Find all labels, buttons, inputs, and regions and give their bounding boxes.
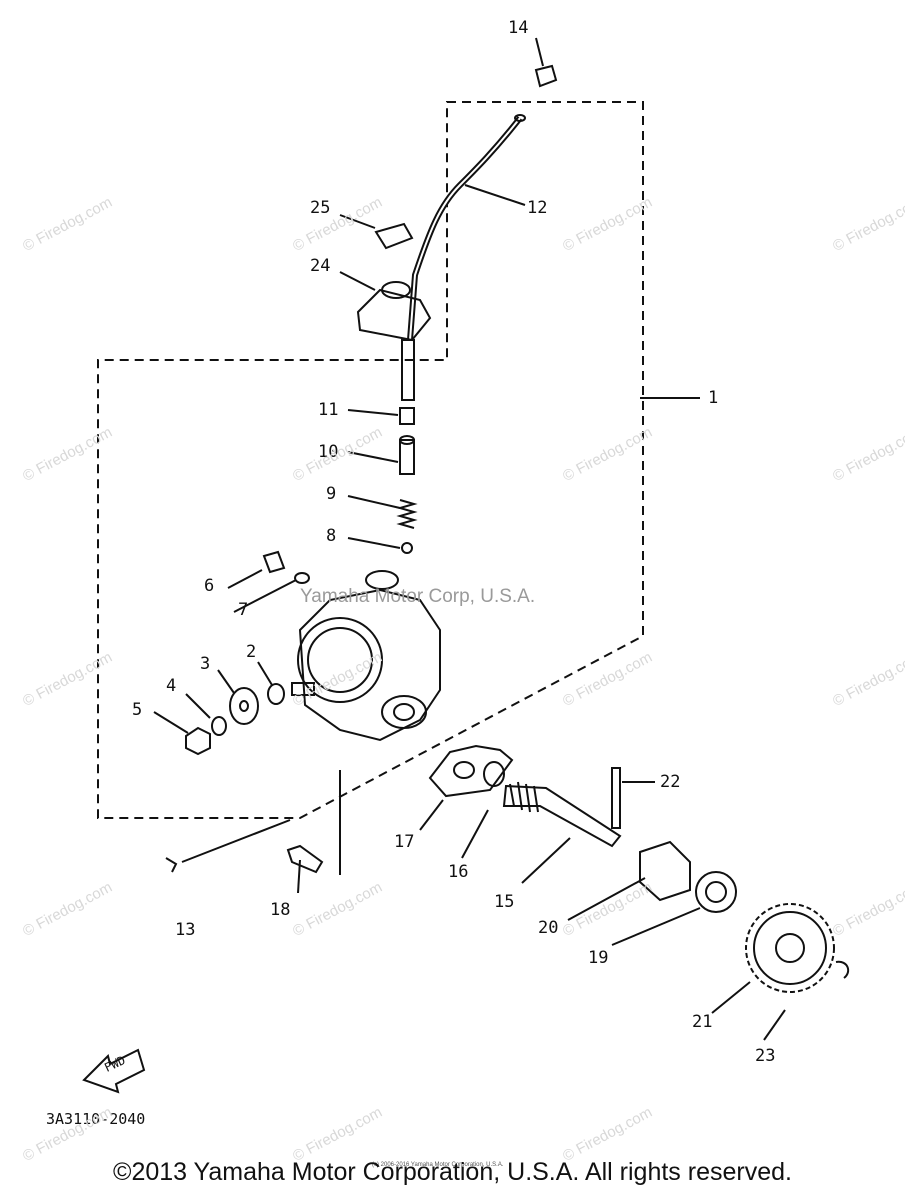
tiny-copyright: (c) 2006-2016 Yamaha Motor Corporation, … bbox=[372, 1162, 504, 1168]
callout-12: 12 bbox=[527, 198, 548, 218]
callout-14: 14 bbox=[508, 18, 529, 38]
callout-5: 5 bbox=[132, 700, 143, 720]
callout-4: 4 bbox=[166, 676, 177, 696]
callout-19: 19 bbox=[588, 948, 609, 968]
callout-16: 16 bbox=[448, 862, 469, 882]
callout-18: 18 bbox=[270, 900, 291, 920]
callout-10: 10 bbox=[318, 442, 339, 462]
callout-1: 1 bbox=[708, 388, 719, 408]
callout-21: 21 bbox=[692, 1012, 713, 1032]
callout-15: 15 bbox=[494, 892, 515, 912]
callout-25: 25 bbox=[310, 198, 331, 218]
assembly-outline bbox=[97, 101, 644, 819]
callout-17: 17 bbox=[394, 832, 415, 852]
callout-22: 22 bbox=[660, 772, 681, 792]
callout-23: 23 bbox=[755, 1046, 776, 1066]
callout-20: 20 bbox=[538, 918, 559, 938]
drawing-number: 3A3110-2040 bbox=[46, 1110, 146, 1128]
callout-11: 11 bbox=[318, 400, 339, 420]
callout-13: 13 bbox=[175, 920, 196, 940]
inline-watermark: Yamaha Motor Corp, U.S.A. bbox=[300, 586, 536, 607]
callout-2: 2 bbox=[246, 642, 257, 662]
copyright-footer: ©2013 Yamaha Motor Corporation, U.S.A. A… bbox=[113, 1158, 792, 1186]
callout-24: 24 bbox=[310, 256, 331, 276]
callout-9: 9 bbox=[326, 484, 337, 504]
callout-6: 6 bbox=[204, 576, 215, 596]
callout-3: 3 bbox=[200, 654, 211, 674]
callout-8: 8 bbox=[326, 526, 337, 546]
callout-7: 7 bbox=[238, 600, 249, 620]
